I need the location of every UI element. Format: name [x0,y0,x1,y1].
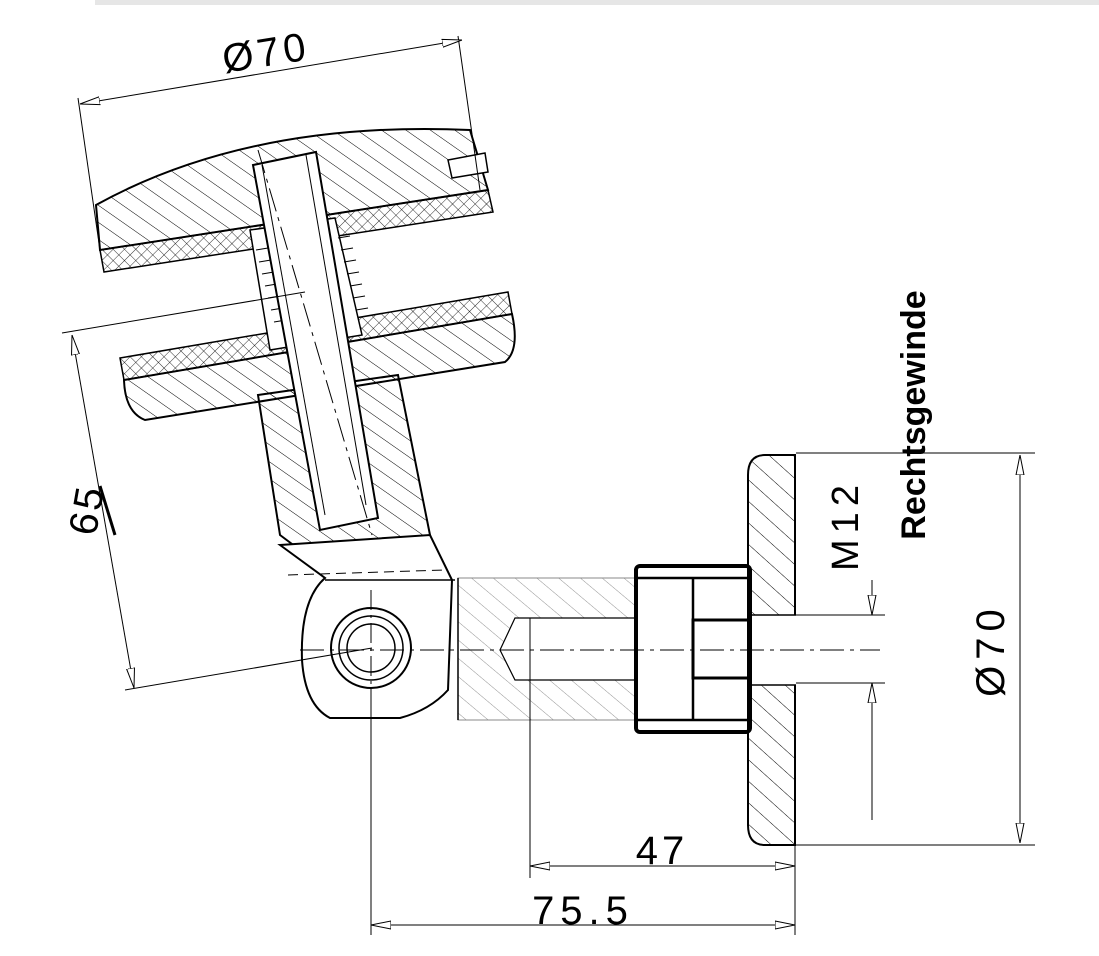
horizontal-tube-assembly [300,454,880,846]
tube-bore [499,617,641,681]
dim-top-diameter: Ø70 [219,25,312,82]
dim-height: 65 [61,481,113,538]
note-thread-direction: Rechtsgewinde [895,290,933,539]
dim-length: 75.5 [532,889,634,933]
dim-depth: 47 [636,829,689,873]
dimension-lines [61,35,1035,935]
header-strip [95,0,1099,5]
dim-right-diameter: Ø70 [969,603,1013,697]
cap-set-screw [447,152,489,179]
sleeve-threads [255,235,369,323]
central-bolt [251,150,380,532]
dim-thread: M12 [825,479,867,571]
glass-clamp-assembly [94,127,516,720]
